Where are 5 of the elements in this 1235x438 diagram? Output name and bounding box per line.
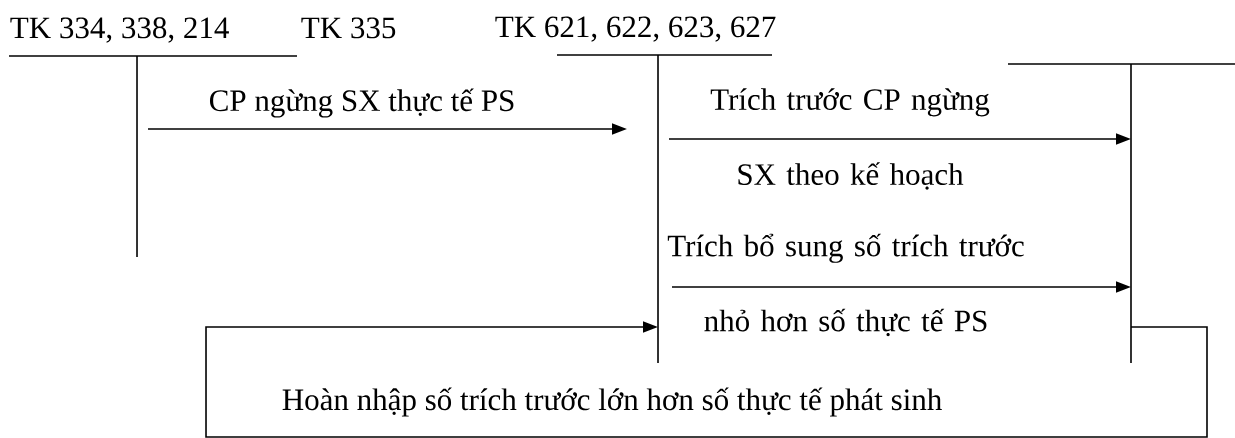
edge-label: Hoàn nhập số trích trước lớn hơn số thực tế phát sinh	[282, 387, 942, 417]
edge-label: CP ngừng SX thực tế PS	[209, 88, 514, 118]
arrow	[205, 321, 1208, 438]
edge-label: Trích trước CP ngừng SX theo kế hoạch	[710, 88, 990, 190]
edge-label: Trích bổ sung số trích trước nhỏ hơn số thực tế PS	[667, 233, 1024, 337]
